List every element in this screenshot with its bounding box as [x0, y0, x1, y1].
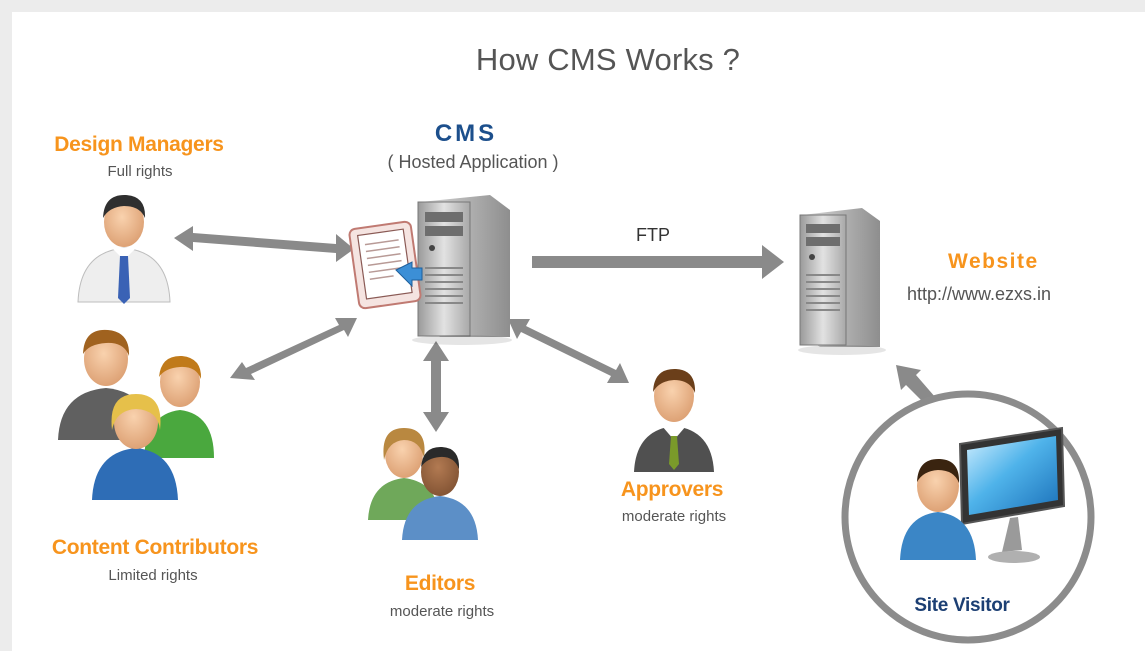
design-managers-label: Design Managers [54, 133, 224, 156]
arrow-approvers-cms [508, 319, 629, 383]
arrow-ftp-cms-website [532, 245, 784, 279]
website-label: Website [948, 250, 1039, 273]
website-server-icon [798, 208, 886, 355]
approver-avatar [634, 368, 714, 472]
editors-rights: moderate rights [389, 603, 495, 620]
arrow-contributors-cms [230, 318, 357, 380]
approvers-label: Approvers [620, 478, 724, 501]
design-managers-rights: Full rights [107, 163, 173, 180]
approvers-rights: moderate rights [621, 508, 727, 525]
diagram-canvas: How CMS Works ? CMS ( Hosted Application… [12, 12, 1145, 651]
content-contributors-rights: Limited rights [108, 567, 198, 584]
diagram-title: How CMS Works ? [475, 42, 741, 77]
cms-diagram-graphics [58, 194, 1095, 644]
cms-server-icon [412, 195, 512, 345]
ftp-label: FTP [636, 225, 670, 245]
site-visitor-badge [841, 390, 1095, 644]
content-contributors-avatar [58, 329, 214, 500]
arrow-design-managers-cms [174, 226, 354, 262]
editors-avatar [368, 428, 478, 540]
website-url: http://www.ezxs.in [907, 284, 1052, 304]
editors-label: Editors [404, 572, 476, 595]
site-visitor-label: Site Visitor [914, 595, 1010, 616]
cms-subtitle: ( Hosted Application ) [387, 152, 559, 172]
content-contributors-label: Content Contributors [51, 536, 259, 559]
design-manager-avatar [77, 194, 171, 304]
cms-label: CMS [434, 120, 498, 147]
document-icon [348, 220, 423, 310]
arrow-editors-cms [423, 341, 449, 432]
